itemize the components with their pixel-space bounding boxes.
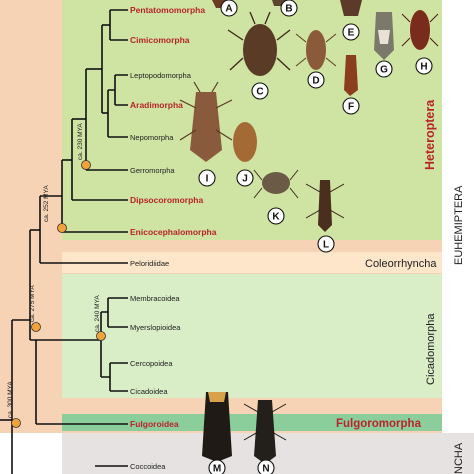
specimen-letter-l: L	[323, 240, 329, 251]
taxon-myerslopioidea: Myerslopioidea	[130, 323, 181, 332]
date-label-275: ca. 275 MYA	[29, 285, 36, 322]
taxon-dipsocoromorpha: Dipsocoromorpha	[130, 195, 203, 205]
euhemiptera-side-strip	[442, 0, 474, 433]
taxon-cimicomorpha: Cimicomorpha	[130, 35, 190, 45]
specimen-letter-n: N	[262, 464, 269, 474]
specimen-marker-e	[342, 23, 360, 41]
coleorrhyncha-panel	[62, 252, 442, 273]
taxon-pentatomomorpha: Pentatomomorpha	[130, 5, 205, 15]
specimen-n-legs	[243, 403, 287, 441]
date-label-300: ca. 300 MYA	[7, 381, 14, 418]
taxon-fulgoroidea: Fulgoroidea	[130, 419, 179, 429]
specimen-e-top	[340, 0, 362, 16]
specimen-marker-m	[208, 459, 226, 474]
taxon-leptopodomorpha: Leptopodomorpha	[130, 71, 192, 80]
node-heteroptera-252	[57, 223, 67, 233]
specimen-marker-c	[251, 82, 269, 100]
specimen-i-legs	[179, 81, 233, 141]
specimen-letter-a: A	[225, 4, 232, 15]
specimen-letter-j: J	[242, 174, 248, 185]
specimen-letter-m: M	[213, 464, 221, 474]
specimen-letter-k: K	[272, 212, 280, 223]
specimen-letter-g: G	[380, 65, 388, 76]
dated-nodes	[11, 160, 106, 428]
date-label-230: ca. 230 MYA	[77, 123, 84, 160]
node-root-300	[11, 418, 21, 428]
group-cicadomorpha: Cicadomorpha	[425, 313, 437, 385]
taxon-membracoidea: Membracoidea	[130, 294, 180, 303]
specimen-marker-i	[198, 169, 216, 187]
tree-branches	[0, 9, 128, 474]
specimen-k-legs	[253, 169, 299, 199]
specimen-marker-a	[220, 0, 238, 17]
specimen-marker-b	[280, 0, 298, 17]
specimen-h	[410, 10, 430, 50]
group-sternorrhyncha-partial: NCHA	[453, 442, 465, 474]
specimen-i	[190, 92, 222, 162]
specimen-k	[262, 172, 290, 194]
taxon-enicocephalomorpha: Enicocephalomorpha	[130, 227, 217, 237]
specimen-letter-b: B	[285, 4, 292, 15]
date-label-252: ca. 252 MYA	[43, 185, 50, 222]
specimen-letter-c: C	[256, 87, 263, 98]
specimen-marker-d	[307, 71, 325, 89]
node-cicadomorpha-240	[96, 331, 106, 341]
specimen-f	[344, 55, 358, 96]
taxon-coccoidea: Coccoidea	[130, 462, 166, 471]
node-euhemiptera-275	[31, 322, 41, 332]
specimen-letter-f: F	[348, 102, 354, 113]
group-heteroptera: Heteroptera	[423, 99, 437, 170]
specimen-l-legs	[305, 183, 345, 219]
specimen-d	[306, 30, 326, 70]
taxon-cercopoidea: Cercopoidea	[130, 359, 173, 368]
specimen-marker-h	[415, 57, 433, 75]
specimen-marker-n	[257, 459, 275, 474]
specimen-marker-l	[317, 235, 335, 253]
specimen-m-head	[208, 392, 226, 402]
taxon-gerromorpha: Gerromorpha	[130, 166, 175, 175]
date-label-240: ca. 240 MYA	[94, 295, 101, 332]
fulgoromorpha-panel	[62, 414, 442, 431]
node-heteroptera-230	[81, 160, 91, 170]
specimen-l	[318, 180, 332, 232]
specimen-marker-g	[375, 60, 393, 78]
specimen-images	[179, 0, 439, 464]
group-fulgoromorpha: Fulgoromorpha	[336, 418, 422, 430]
specimen-aradid-legs	[227, 11, 291, 71]
specimen-aradid-c	[243, 24, 277, 76]
specimen-marker-f	[342, 97, 360, 115]
specimen-h-legs	[401, 13, 439, 47]
specimen-m	[202, 392, 232, 462]
specimen-marker-k	[267, 207, 285, 225]
specimen-letter-i: I	[206, 174, 209, 185]
group-coleorrhyncha: Coleorrhyncha	[365, 258, 437, 270]
taxon-aradimorpha: Aradimorpha	[130, 100, 183, 110]
specimen-d-legs	[295, 33, 337, 67]
specimen-marker-j	[236, 169, 254, 187]
specimen-letter-e: E	[348, 28, 355, 39]
specimen-g-markings	[378, 30, 390, 44]
specimen-n	[254, 400, 276, 464]
taxon-cicadoidea: Cicadoidea	[130, 387, 168, 396]
taxon-nepomorpha: Nepomorpha	[130, 133, 174, 142]
specimen-letter-h: H	[420, 62, 427, 73]
group-euhemiptera: EUHEMIPTERA	[453, 185, 465, 265]
cicadomorpha-panel	[62, 274, 442, 398]
taxon-peloridiidae: Peloridiidae	[130, 259, 169, 268]
specimen-j	[233, 122, 257, 162]
specimen-letter-markers: A B C D E F G H I J K L M N	[198, 0, 433, 474]
specimen-letter-d: D	[312, 76, 319, 87]
